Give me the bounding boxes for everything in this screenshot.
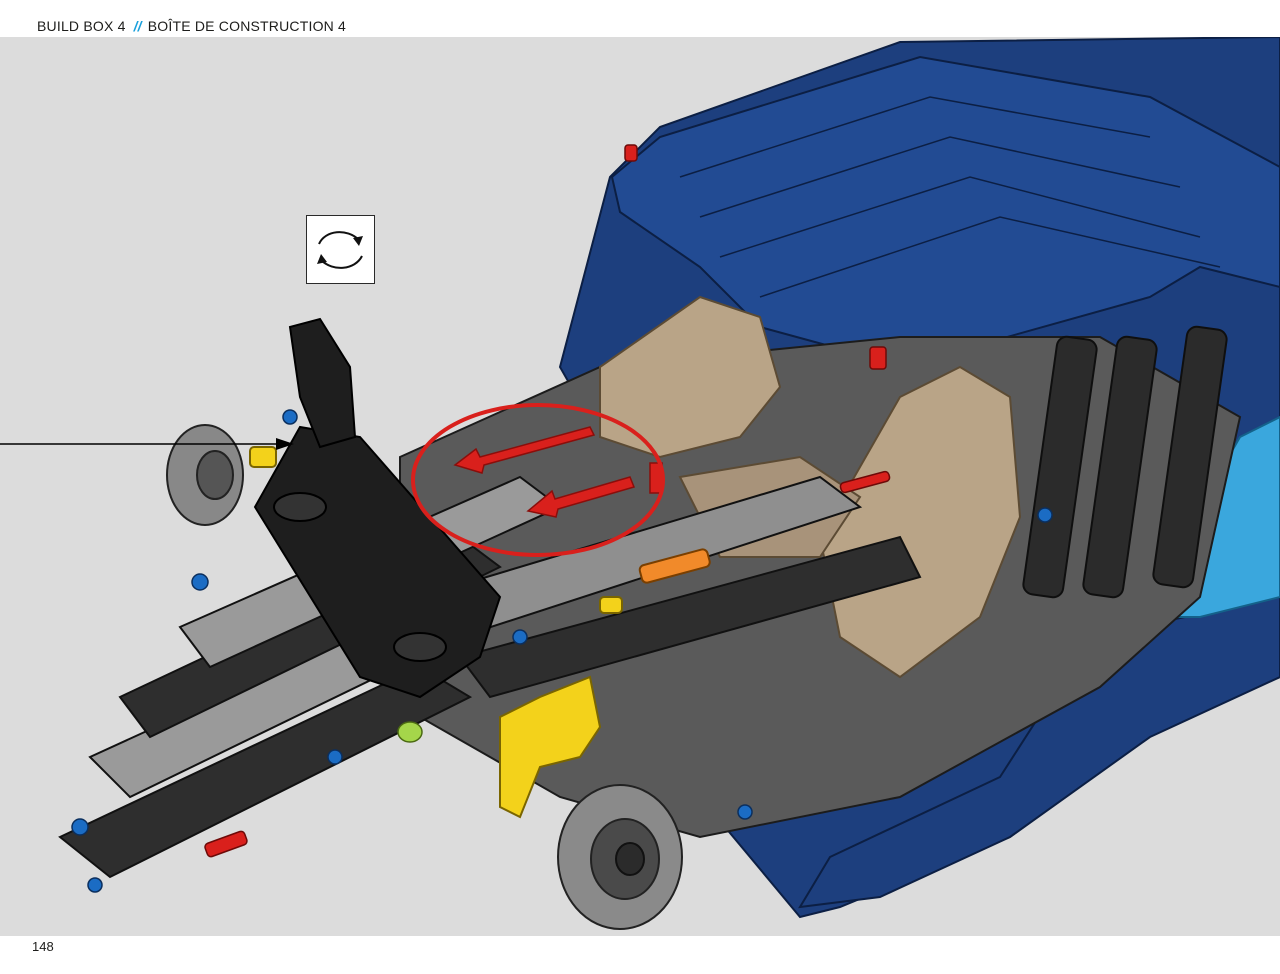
beam-hole-top (273, 492, 327, 522)
seat-left (599, 295, 782, 459)
rotate-model-callout (306, 215, 375, 284)
orange-part (638, 548, 711, 584)
roof-panel-lines (679, 96, 1221, 298)
roof-panel (610, 55, 1280, 369)
pointer-arrow (0, 438, 294, 450)
brake-disc-bottom (557, 784, 683, 930)
page-header: BUILD BOX 4 // BOÎTE DE CONSTRUCTION 4 (0, 0, 1280, 37)
header-title-en: BUILD BOX 4 (37, 18, 126, 34)
green-part (397, 721, 423, 743)
vertical-arm (288, 317, 357, 449)
rotate-model-icon (317, 231, 363, 269)
yellow-parts (249, 446, 623, 819)
instruction-illustration (0, 37, 1280, 936)
blue-pins (71, 409, 1053, 893)
header-title: BUILD BOX 4 // BOÎTE DE CONSTRUCTION 4 (37, 18, 346, 34)
red-parts (204, 144, 891, 858)
seat-right (818, 365, 1022, 679)
header-separator: // (133, 18, 142, 34)
red-direction-arrows (453, 426, 663, 518)
brake-disc-left (166, 424, 244, 526)
header-title-fr: BOÎTE DE CONSTRUCTION 4 (147, 18, 347, 34)
page-number: 148 (32, 939, 54, 954)
highlight-circle (411, 403, 665, 557)
beam-hole-bottom (393, 632, 447, 662)
front-crossbeam (253, 425, 502, 699)
model-drawing (0, 37, 1280, 930)
side-panel (798, 595, 1280, 909)
interior-beams (1022, 325, 1228, 599)
